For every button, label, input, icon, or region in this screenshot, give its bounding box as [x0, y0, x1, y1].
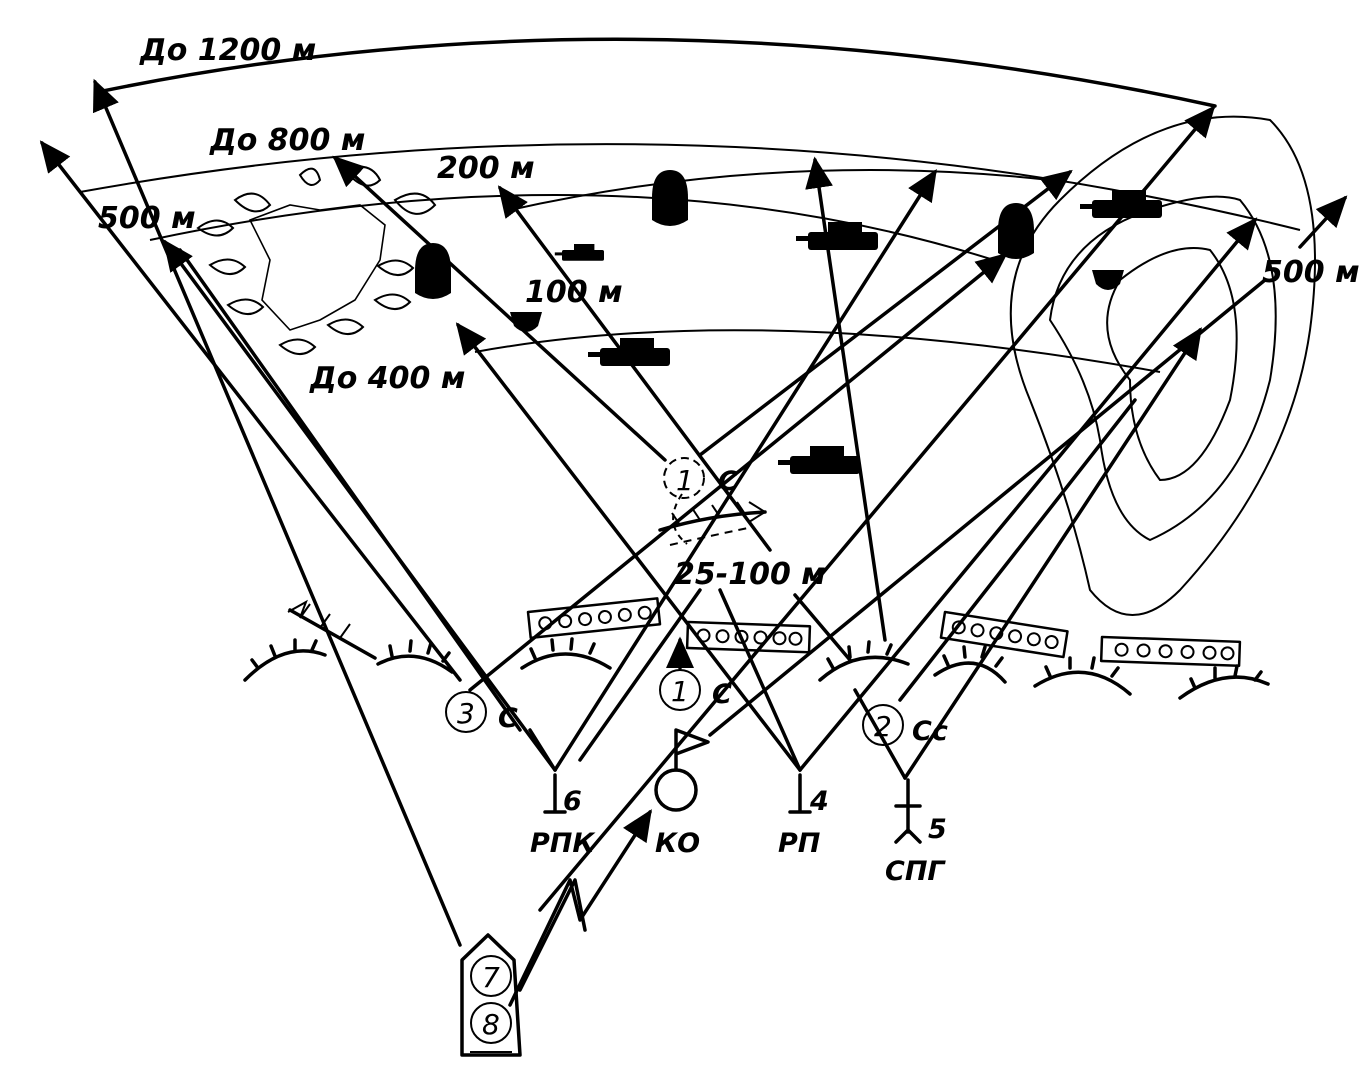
target-helmet-3 — [998, 203, 1034, 259]
movement-arrows — [287, 493, 767, 660]
label-200: 200 м — [437, 151, 535, 186]
svg-text:1: 1 — [676, 464, 694, 497]
vehicle-bmp: 7 8 — [460, 933, 522, 1057]
spg-left-line — [853, 688, 907, 780]
label-100: 100 м — [525, 275, 623, 310]
forward-200-line — [497, 185, 772, 552]
enemy-targets — [415, 170, 1162, 474]
arc-200 — [509, 169, 1051, 211]
label-400: До 400 м — [309, 361, 465, 396]
spg-sector-line — [793, 593, 852, 662]
svg-text:С: С — [718, 466, 738, 497]
radio-link-return — [518, 878, 587, 992]
target-tank-small — [554, 244, 604, 261]
position-p1-forward: 1 С — [663, 457, 738, 499]
soldier-rpk: 6 РПК — [530, 773, 596, 859]
svg-text:7: 7 — [482, 961, 500, 994]
svg-text:СПГ: СПГ — [885, 856, 946, 887]
radio-link-line — [508, 809, 652, 1007]
trench-3 — [520, 637, 612, 670]
trench-1 — [243, 638, 327, 682]
wire-4 — [1099, 635, 1242, 668]
p1-rpk-link — [578, 588, 702, 762]
label-25-100: 25-100 м — [674, 557, 826, 592]
soldier-spg: 5 СПГ — [885, 778, 947, 887]
trench-6 — [1033, 656, 1132, 696]
forward-barbed-arrow — [658, 510, 767, 532]
target-tank-2 — [1080, 190, 1162, 218]
trenches — [243, 637, 1270, 700]
commander-flag-icon — [674, 728, 710, 772]
p3-right-line — [468, 252, 1008, 692]
position-p2: 2 Сс — [862, 704, 948, 747]
wire-3 — [939, 610, 1069, 659]
position-p3: 3 С — [445, 691, 518, 734]
svg-text:1: 1 — [671, 675, 689, 708]
wire-1 — [526, 597, 662, 640]
target-small-2 — [1092, 270, 1124, 290]
ko-right-line — [708, 278, 1267, 737]
target-helmet-1 — [652, 170, 688, 226]
forward-800-line — [332, 155, 667, 462]
target-tank-4 — [778, 446, 860, 474]
spg-right-line — [903, 327, 1202, 780]
p1-rp-link — [718, 588, 802, 772]
rp-right-line — [798, 217, 1258, 772]
target-helmet-2 — [415, 243, 451, 299]
right-500-arrow — [1298, 195, 1348, 249]
svg-text:РПК: РПК — [530, 828, 596, 859]
p3-rpk-link — [528, 728, 557, 772]
soldier-rp: 4 РП — [778, 773, 829, 859]
fire-lines — [162, 155, 1348, 780]
arc-500-left — [149, 194, 1001, 263]
svg-text:8: 8 — [482, 1008, 500, 1041]
trench-4 — [818, 640, 910, 682]
arrow-left-1200 — [93, 78, 462, 947]
trench-2 — [376, 639, 454, 674]
soldier-ko: КО — [654, 728, 710, 859]
trench-5 — [933, 645, 1007, 684]
arrow-left-outer — [39, 140, 462, 682]
p3-left-line — [178, 248, 522, 732]
sector-arrows — [39, 78, 1216, 947]
svg-text:С: С — [712, 679, 732, 710]
svg-text:4: 4 — [809, 786, 829, 817]
svg-text:3: 3 — [457, 697, 475, 730]
trench-7 — [1178, 664, 1270, 700]
arc-400 — [474, 329, 1161, 373]
label-500-right: 500 м — [1262, 255, 1360, 290]
wire-obstacles — [526, 597, 1242, 668]
label-500-left: 500 м — [98, 201, 196, 236]
svg-text:КО: КО — [655, 828, 700, 859]
woods — [196, 165, 437, 355]
left-barbed-arrow — [288, 608, 377, 660]
arc-1200 — [96, 37, 1217, 108]
target-small-1 — [510, 312, 542, 332]
label-1200: До 1200 м — [139, 33, 316, 68]
svg-text:РП: РП — [778, 828, 821, 859]
range-label-group: До 1200 м До 800 м До 400 м 500 м 500 м … — [98, 33, 1360, 592]
svg-text:С: С — [498, 703, 518, 734]
wire-2 — [685, 620, 812, 654]
target-tank-3 — [588, 338, 670, 366]
p2-hill-line — [898, 398, 1137, 702]
rpk-right-line — [553, 169, 937, 772]
position-p1: 1 С — [659, 636, 732, 711]
svg-text:2: 2 — [874, 710, 892, 743]
svg-text:5: 5 — [928, 814, 947, 845]
rp-left-line — [455, 322, 802, 772]
arrow-right-1200 — [538, 105, 1216, 912]
label-800: До 800 м — [209, 123, 365, 158]
svg-text:6: 6 — [563, 786, 582, 817]
svg-text:Сс: Сс — [912, 716, 948, 747]
